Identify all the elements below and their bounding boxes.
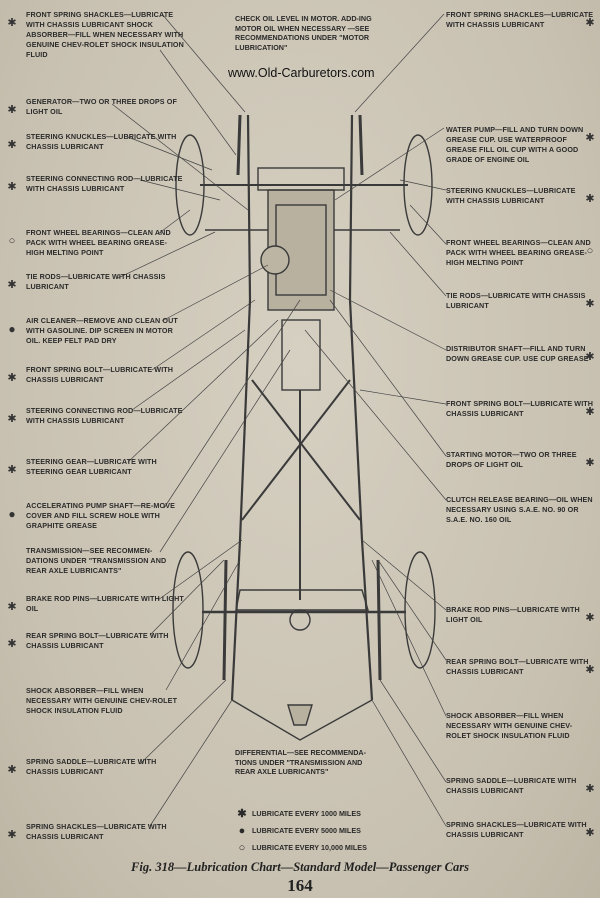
left-label-2: STEERING KNUCKLES—LUBRICATE WITH CHASSIS…: [26, 132, 177, 151]
legend-label: LUBRICATE EVERY 5000 MILES: [252, 826, 361, 835]
right-label-0: FRONT SPRING SHACKLES—LUBRICATE WITH CHA…: [446, 10, 594, 29]
legend: ✱ LUBRICATE EVERY 1000 MILES ● LUBRICATE…: [232, 805, 367, 856]
asterisk-icon: ✱: [7, 139, 17, 151]
rear-left-wheel: [172, 551, 204, 669]
asterisk-icon: ✱: [7, 181, 17, 193]
left-label-8: STEERING CONNECTING ROD—LUBRICATE WITH C…: [26, 406, 183, 425]
legend-label: LUBRICATE EVERY 10,000 MILES: [252, 843, 367, 852]
asterisk-icon: ✱: [585, 193, 595, 205]
x-crossmember: [241, 379, 361, 521]
asterisk-icon: ✱: [7, 601, 17, 613]
asterisk-icon: ✱: [585, 664, 595, 676]
left-label-6: AIR CLEANER—REMOVE AND CLEAN OUT WITH GA…: [26, 316, 178, 345]
asterisk-icon: ✱: [237, 808, 247, 820]
differential-cover: [287, 704, 313, 726]
left-label-0: FRONT SPRING SHACKLES—LUBRICATE WITH CHA…: [26, 10, 184, 59]
page-number: 164: [287, 876, 313, 895]
asterisk-icon: ✱: [7, 464, 17, 476]
asterisk-icon: ✱: [585, 827, 595, 839]
filled-dot-icon: ●: [8, 322, 16, 336]
rear-frame-end: [231, 699, 373, 741]
right-label-13: SPRING SHACKLES—LUBRICATE WITH CHASSIS L…: [446, 820, 587, 839]
legend-row-5000: ● LUBRICATE EVERY 5000 MILES: [232, 822, 367, 839]
asterisk-icon: ✱: [585, 132, 595, 144]
legend-label: LUBRICATE EVERY 1000 MILES: [252, 809, 361, 818]
left-label-7: FRONT SPRING BOLT—LUBRICATE WITH CHASSIS…: [26, 365, 174, 384]
left-label-1: GENERATOR—TWO OR THREE DROPS OF LIGHT OI…: [26, 97, 177, 116]
right-label-3: FRONT WHEEL BEARINGS—CLEAN AND PACK WITH…: [446, 238, 591, 267]
left-label-10: ACCELERATING PUMP SHAFT—RE-MOVE COVER AN…: [26, 501, 175, 530]
legend-row-10000: ○ LUBRICATE EVERY 10,000 MILES: [232, 839, 367, 856]
asterisk-icon: ✱: [585, 783, 595, 795]
right-label-8: CLUTCH RELEASE BEARING—OIL WHEN NECESSAR…: [446, 495, 593, 524]
asterisk-icon: ✱: [585, 457, 595, 469]
asterisk-icon: ✱: [7, 104, 17, 116]
left-label-13: REAR SPRING BOLT—LUBRICATE WITH CHASSIS …: [26, 631, 169, 650]
filled-dot-icon: ●: [8, 507, 16, 521]
right-label-11: SHOCK ABSORBER—FILL WHEN NECESSARY WITH …: [446, 711, 573, 740]
right-label-7: STARTING MOTOR—TWO OR THREE DROPS OF LIG…: [446, 450, 577, 469]
front-right-wheel: [403, 134, 433, 236]
left-label-12: BRAKE ROD PINS—LUBRICATE WITH LIGHT OIL: [26, 594, 184, 613]
asterisk-icon: ✱: [7, 638, 17, 650]
legend-row-1000: ✱ LUBRICATE EVERY 1000 MILES: [232, 805, 367, 822]
rear-right-wheel: [404, 551, 436, 669]
right-label-12: SPRING SADDLE—LUBRICATE WITH CHASSIS LUB…: [446, 776, 577, 795]
asterisk-icon: ✱: [585, 298, 595, 310]
open-circle-icon: ○: [8, 235, 16, 247]
rear-springs: [222, 559, 382, 681]
asterisk-icon: ✱: [585, 612, 595, 624]
rear-crossmember: [235, 589, 369, 611]
motor-oil-note: CHECK OIL LEVEL IN MOTOR. ADD-ING MOTOR …: [235, 14, 372, 52]
asterisk-icon: ✱: [7, 279, 17, 291]
open-circle-icon: ○: [586, 245, 594, 257]
differential-note: DIFFERENTIAL—SEE RECOMMENDA-TIONS UNDER …: [235, 748, 366, 776]
right-label-9: BRAKE ROD PINS—LUBRICATE WITH LIGHT OIL: [446, 605, 580, 624]
left-label-3: STEERING CONNECTING ROD—LUBRICATE WITH C…: [26, 174, 183, 193]
right-frame-rail: [348, 114, 374, 701]
left-label-5: TIE RODS—LUBRICATE WITH CHASSIS LUBRICAN…: [26, 272, 166, 291]
site-watermark: www.Old-Carburetors.com: [228, 66, 375, 80]
left-label-15: SPRING SADDLE—LUBRICATE WITH CHASSIS LUB…: [26, 757, 157, 776]
asterisk-icon: ✱: [585, 17, 595, 29]
asterisk-icon: ✱: [7, 372, 17, 384]
left-label-11: TRANSMISSION—SEE RECOMMEN-DATIONS UNDER …: [26, 546, 167, 575]
figure-caption: Fig. 318—Lubrication Chart—Standard Mode…: [131, 860, 469, 874]
asterisk-icon: ✱: [7, 764, 17, 776]
air-cleaner-body: [260, 245, 290, 275]
right-label-10: REAR SPRING BOLT—LUBRICATE WITH CHASSIS …: [446, 657, 589, 676]
left-label-9: STEERING GEAR—LUBRICATE WITH STEERING GE…: [26, 457, 157, 476]
right-label-2: STEERING KNUCKLES—LUBRICATE WITH CHASSIS…: [446, 186, 576, 205]
front-springs: [236, 114, 364, 176]
right-label-4: TIE RODS—LUBRICATE WITH CHASSIS LUBRICAN…: [446, 291, 586, 310]
transmission-case: [281, 319, 321, 391]
right-label-1: WATER PUMP—FILL AND TURN DOWN GREASE CUP…: [446, 125, 584, 164]
filled-dot-icon: ●: [238, 824, 246, 837]
right-label-5: DISTRIBUTOR SHAFT—FILL AND TURN DOWN GRE…: [446, 344, 589, 363]
asterisk-icon: ✱: [7, 413, 17, 425]
differential-housing: [289, 609, 311, 631]
open-circle-icon: ○: [238, 841, 246, 854]
radiator: [257, 167, 345, 191]
left-label-4: FRONT WHEEL BEARINGS—CLEAN AND PACK WITH…: [26, 228, 171, 257]
right-label-6: FRONT SPRING BOLT—LUBRICATE WITH CHASSIS…: [446, 399, 594, 418]
left-label-14: SHOCK ABSORBER—FILL WHEN NECESSARY WITH …: [26, 686, 178, 715]
asterisk-icon: ✱: [7, 17, 17, 29]
asterisk-icon: ✱: [585, 406, 595, 418]
asterisk-icon: ✱: [7, 829, 17, 841]
leader-lines: [111, 13, 447, 827]
asterisk-icon: ✱: [585, 351, 595, 363]
left-label-16: SPRING SHACKLES—LUBRICATE WITH CHASSIS L…: [26, 822, 167, 841]
